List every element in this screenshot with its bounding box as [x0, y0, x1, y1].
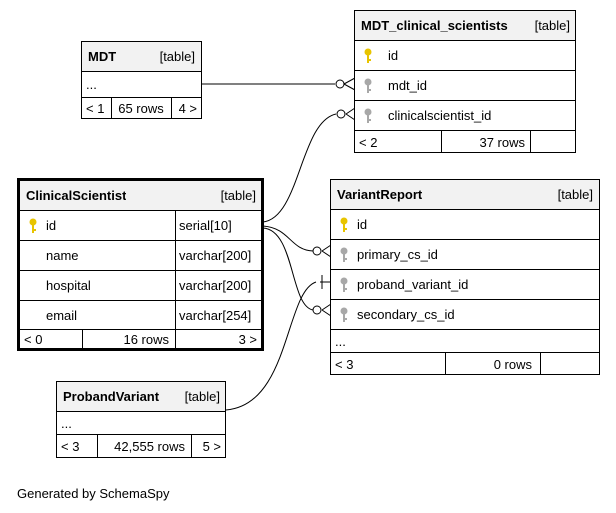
parents-count[interactable]: < 3: [335, 356, 354, 372]
table-type: [table]: [220, 188, 256, 203]
column-name: id: [46, 218, 57, 233]
column-name: id: [388, 48, 399, 63]
foreign-key-icon: [364, 108, 372, 123]
table-name: ClinicalScientist: [26, 188, 127, 203]
children-count[interactable]: 4 >: [178, 101, 197, 116]
table-type: [table]: [184, 389, 220, 404]
column-name: mdt_id: [388, 78, 428, 93]
foreign-key-icon: [340, 277, 348, 292]
foreign-key-icon: [364, 78, 372, 93]
parents-count[interactable]: < 3: [61, 439, 80, 454]
column-type: serial[10]: [179, 218, 232, 233]
table-name: MDT_clinical_scientists: [361, 18, 508, 33]
more-columns: ...: [335, 333, 346, 349]
parents-count[interactable]: < 2: [359, 134, 378, 150]
table-type: [table]: [557, 187, 593, 202]
children-count[interactable]: 5 >: [202, 439, 221, 454]
table-proband-variant[interactable]: ProbandVariant [table] ... < 3 42,555 ro…: [56, 381, 226, 458]
primary-key-icon: [340, 217, 348, 232]
foreign-key-icon: [340, 307, 348, 322]
row-count: 0 rows: [493, 356, 532, 372]
table-mdt[interactable]: MDT [table] ... < 1 65 rows 4 >: [81, 41, 202, 119]
generator-credit: Generated by SchemaSpy: [17, 486, 170, 501]
column-name: proband_variant_id: [357, 277, 469, 292]
column-type: varchar[200]: [179, 278, 252, 293]
column-name: clinicalscientist_id: [388, 108, 492, 123]
table-type: [table]: [534, 18, 570, 33]
primary-key-icon: [29, 218, 37, 233]
column-name: secondary_cs_id: [357, 307, 455, 322]
parents-count[interactable]: < 0: [24, 331, 43, 347]
column-name: email: [46, 307, 78, 323]
table-mdt-clinical-scientists[interactable]: MDT_clinical_scientists [table] id mdt_i…: [354, 10, 576, 153]
table-type: [table]: [159, 49, 195, 64]
column-type: varchar[200]: [179, 248, 252, 263]
edge-cs-to-secondary: [262, 227, 314, 311]
table-name: VariantReport: [337, 187, 423, 202]
parents-count[interactable]: < 1: [86, 101, 105, 116]
column-name: name: [46, 248, 79, 263]
row-count: 42,555 rows: [114, 439, 185, 454]
more-columns: ...: [86, 77, 97, 92]
edge-cs-to-primary: [262, 225, 314, 252]
row-count: 65 rows: [118, 101, 164, 116]
primary-key-icon: [364, 48, 372, 63]
edge-pv-to-proband: [225, 281, 317, 411]
table-name: ProbandVariant: [63, 389, 160, 404]
edge-cs-to-mdt-cs: [262, 113, 337, 223]
table-name: MDT: [88, 49, 117, 64]
row-count: 16 rows: [123, 331, 169, 347]
column-type: varchar[254]: [179, 307, 252, 323]
row-count: 37 rows: [479, 134, 525, 150]
column-name: primary_cs_id: [357, 247, 438, 262]
children-count[interactable]: 3 >: [238, 331, 257, 347]
column-name: hospital: [46, 278, 91, 293]
table-clinical-scientist[interactable]: ClinicalScientist [table] id serial[10] …: [17, 178, 264, 351]
table-variant-report[interactable]: VariantReport [table] id primary_cs_id p…: [330, 179, 600, 375]
more-columns: ...: [61, 415, 72, 431]
foreign-key-icon: [340, 247, 348, 262]
column-name: id: [357, 217, 368, 232]
